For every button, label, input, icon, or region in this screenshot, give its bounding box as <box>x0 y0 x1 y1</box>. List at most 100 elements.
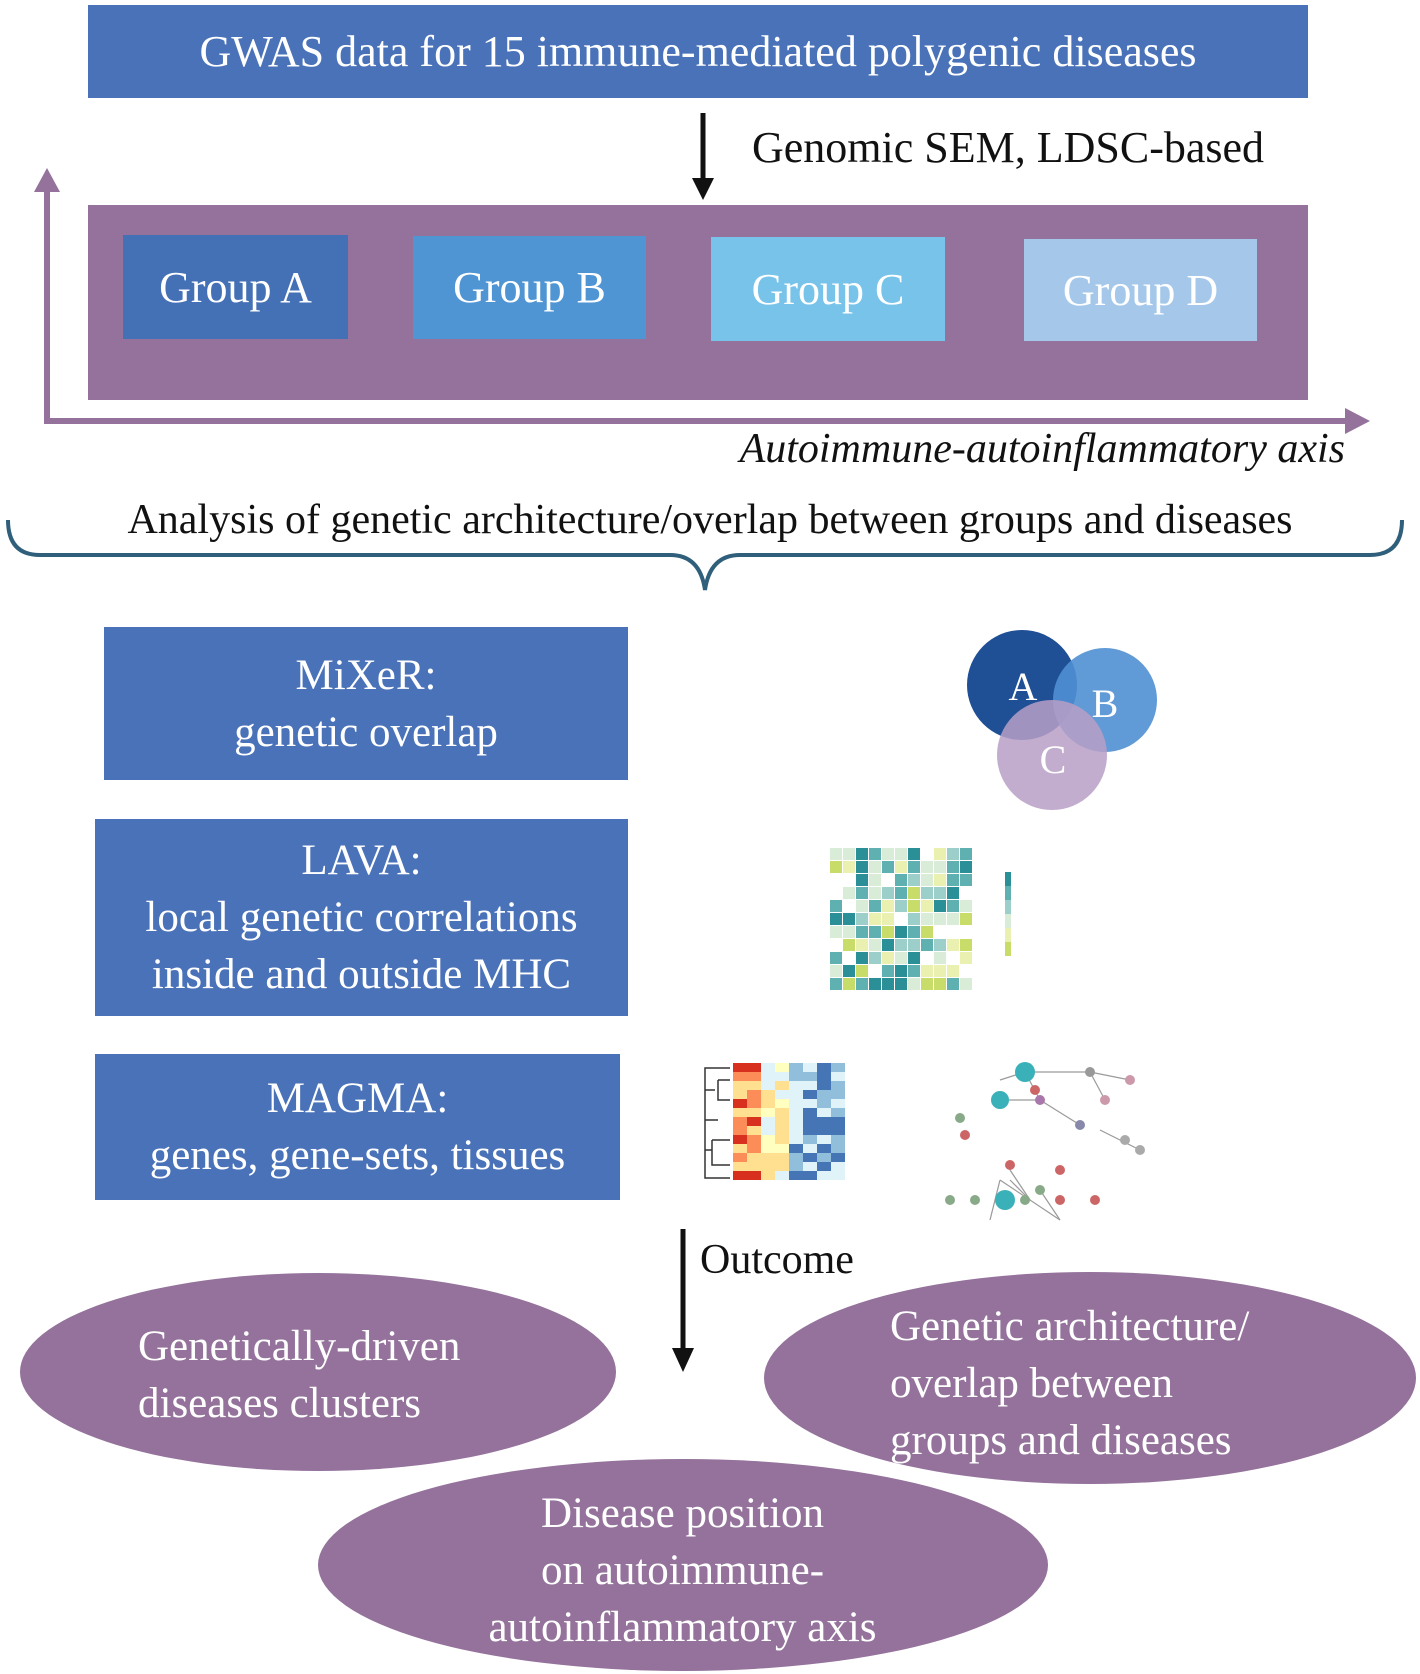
expression-cell <box>803 1090 817 1099</box>
heatmap-colorbar-segment <box>1005 886 1011 900</box>
expression-cell <box>817 1126 831 1135</box>
expression-cell <box>775 1135 789 1144</box>
magma-title: MAGMA: <box>266 1075 449 1122</box>
expression-cell <box>775 1171 789 1180</box>
heatmap-cell <box>960 887 972 899</box>
expression-cell <box>761 1090 775 1099</box>
heatmap-cell <box>869 887 881 899</box>
expression-cell <box>803 1153 817 1162</box>
heatmap-cell <box>843 848 855 860</box>
heatmap-cell <box>895 861 907 873</box>
position-line-1: Disease position <box>540 1490 825 1537</box>
expression-cell <box>747 1090 761 1099</box>
heatmap-colorbar-segment <box>1005 900 1011 914</box>
expression-cell <box>775 1081 789 1090</box>
heatmap-cell <box>908 939 920 951</box>
heatmap-cell <box>960 952 972 964</box>
heatmap-cell <box>830 861 842 873</box>
outcome-label: Outcome <box>700 1237 854 1283</box>
heatmap-cell <box>895 965 907 977</box>
heatmap-cell <box>934 900 946 912</box>
heatmap-cell <box>869 965 881 977</box>
overlap-line-3: groups and diseases <box>890 1417 1232 1464</box>
expression-cell <box>817 1081 831 1090</box>
heatmap-cell <box>869 900 881 912</box>
heatmap-cell <box>934 926 946 938</box>
expression-cell <box>733 1081 747 1090</box>
expression-cell <box>831 1063 845 1072</box>
heatmap-cell <box>947 965 959 977</box>
expression-cell <box>761 1162 775 1171</box>
expression-cell <box>831 1072 845 1081</box>
heatmap-cell <box>921 874 933 886</box>
heatmap-cell <box>934 965 946 977</box>
expression-cell <box>761 1072 775 1081</box>
ellipse-clusters <box>20 1273 616 1471</box>
heatmap-cell <box>856 965 868 977</box>
expression-cell <box>803 1162 817 1171</box>
position-line-3: autoinflammatory axis <box>488 1604 877 1651</box>
expression-cell <box>789 1072 803 1081</box>
heatmap-cell <box>947 848 959 860</box>
heatmap-cell <box>895 887 907 899</box>
ellipse-position <box>318 1459 1048 1671</box>
heatmap-cell <box>882 887 894 899</box>
expression-cell <box>831 1153 845 1162</box>
heatmap-cell <box>882 965 894 977</box>
magma-desc: genes, gene-sets, tissues <box>149 1132 566 1179</box>
group-d-box: Group D <box>1024 239 1257 341</box>
heatmap-cell <box>934 887 946 899</box>
heatmap-cell <box>895 939 907 951</box>
heatmap-cell <box>830 939 842 951</box>
gene-network-thumbnail <box>945 1062 1145 1221</box>
venn-label-b: B <box>1092 681 1119 726</box>
magma-method-box: MAGMA: genes, gene-sets, tissues <box>95 1054 620 1200</box>
clusters-text: Genetically-driven diseases clusters <box>138 1318 460 1432</box>
expression-cell <box>817 1153 831 1162</box>
expression-cell <box>789 1171 803 1180</box>
venn-diagram: A B C <box>967 630 1157 810</box>
expression-cell <box>789 1153 803 1162</box>
heatmap-cell <box>830 887 842 899</box>
heatmap-cell <box>856 978 868 990</box>
expression-cell <box>747 1117 761 1126</box>
heatmap-cell <box>921 952 933 964</box>
expression-cell <box>803 1135 817 1144</box>
heatmap-colorbar-segment <box>1005 942 1011 956</box>
expression-cell <box>775 1108 789 1117</box>
heatmap-cell <box>843 900 855 912</box>
heatmap-cell <box>856 939 868 951</box>
heatmap-cell <box>843 887 855 899</box>
expression-cell <box>789 1063 803 1072</box>
expression-cell <box>761 1081 775 1090</box>
heatmap-cell <box>882 913 894 925</box>
heatmap-cell <box>934 861 946 873</box>
group-a-box: Group A <box>123 235 348 339</box>
heatmap-cell <box>908 913 920 925</box>
heatmap-cell <box>947 952 959 964</box>
group-b-box: Group B <box>413 236 646 339</box>
heatmap-cell <box>960 926 972 938</box>
expression-cell <box>747 1072 761 1081</box>
expression-cell <box>803 1081 817 1090</box>
heatmap-cell <box>856 874 868 886</box>
expression-cell <box>775 1063 789 1072</box>
heatmap-cell <box>882 848 894 860</box>
heatmap-cell <box>921 887 933 899</box>
heatmap-cell <box>934 952 946 964</box>
heatmap-cell <box>947 913 959 925</box>
heatmap-cell <box>882 900 894 912</box>
heatmap-cell <box>882 978 894 990</box>
heatmap-cell <box>908 952 920 964</box>
heatmap-cell <box>947 926 959 938</box>
heatmap-cell <box>921 978 933 990</box>
expression-cell <box>761 1126 775 1135</box>
expression-cell <box>817 1117 831 1126</box>
expression-cell <box>733 1108 747 1117</box>
heatmap-cell <box>830 913 842 925</box>
expression-cell <box>831 1090 845 1099</box>
expression-cell <box>761 1153 775 1162</box>
expression-cell <box>747 1063 761 1072</box>
heatmap-colorbar-segment <box>1005 914 1011 928</box>
banner-title: GWAS data for 15 immune-mediated polygen… <box>199 27 1197 76</box>
